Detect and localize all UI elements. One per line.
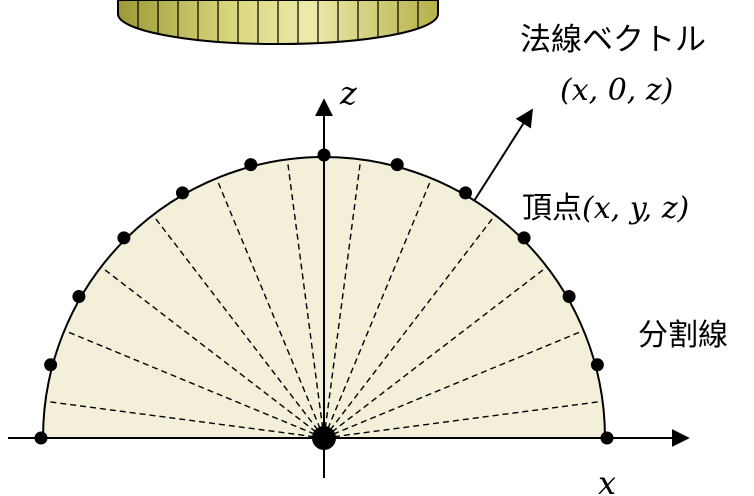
division-line xyxy=(45,400,325,439)
normal-vector-coords: (x, 0, z) xyxy=(560,73,673,108)
division-line xyxy=(64,329,325,439)
z-axis-label: z xyxy=(339,74,358,112)
vertex-dot xyxy=(517,231,531,245)
origin-dot xyxy=(312,426,336,450)
division-line xyxy=(215,178,325,439)
vertex-dot xyxy=(459,186,472,200)
vertex-dot xyxy=(317,148,331,162)
normal-vector-arrow xyxy=(473,108,533,202)
vertex-dots xyxy=(34,148,614,445)
vertex-dot xyxy=(562,290,576,303)
x-axis-label: x xyxy=(598,464,616,496)
division-lines xyxy=(45,159,603,439)
vertex-dot xyxy=(72,290,86,303)
division-line xyxy=(100,266,325,439)
division-line xyxy=(323,159,362,439)
vertex-dot xyxy=(390,158,404,172)
division-line xyxy=(286,159,325,439)
division-line xyxy=(323,266,548,439)
vertex-dot xyxy=(34,431,48,445)
vertex-dot xyxy=(176,186,189,200)
vertex-dot xyxy=(244,158,258,172)
vertex-label: 頂点(x, y, z) xyxy=(522,191,689,226)
division-line xyxy=(152,214,325,439)
division-line xyxy=(323,178,433,439)
vertex-dot xyxy=(600,431,614,445)
normal-vector-title: 法線ベクトル xyxy=(520,22,706,58)
division-line xyxy=(323,214,496,439)
vertex-prefix: 頂点 xyxy=(522,191,582,226)
division-lines-label: 分割線 xyxy=(638,318,728,353)
vertex-coords: (x, y, z) xyxy=(582,191,689,226)
division-line xyxy=(323,329,584,439)
cylinder-icon xyxy=(117,0,439,45)
vertex-dot xyxy=(44,358,58,372)
vertex-dot xyxy=(117,231,131,245)
division-line xyxy=(323,400,603,439)
vertex-dot xyxy=(590,358,604,372)
